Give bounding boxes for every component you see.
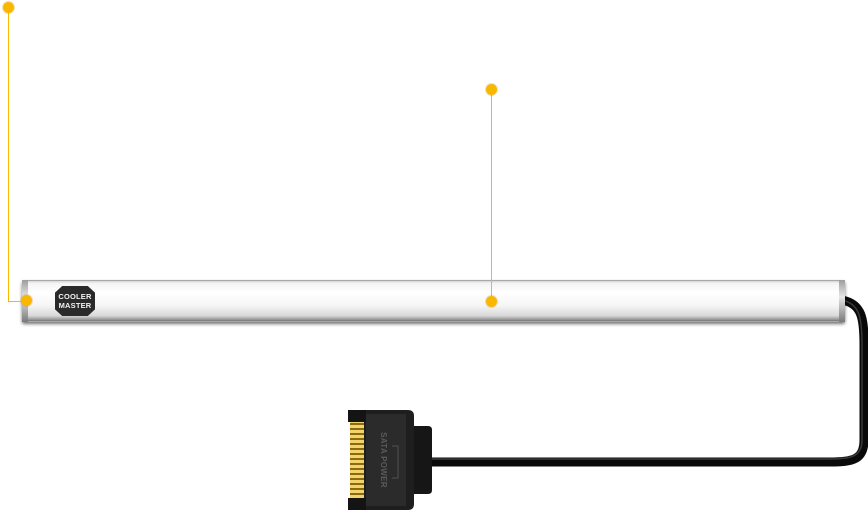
hotspot-center-top-dot[interactable] bbox=[486, 84, 497, 95]
logo-line-1: COOLER bbox=[58, 292, 92, 301]
leader-line-left-horizontal bbox=[8, 301, 27, 302]
hotspot-left-top-dot[interactable] bbox=[3, 2, 14, 13]
connector-label: SATA POWER bbox=[379, 432, 388, 488]
connector-pins bbox=[350, 422, 364, 498]
leader-line-left-vertical bbox=[8, 8, 9, 302]
hotspot-strip-center[interactable] bbox=[486, 296, 497, 307]
leader-line-center-vertical bbox=[491, 90, 492, 302]
hotspot-left-end[interactable] bbox=[21, 295, 32, 306]
logo-line-2: MASTER bbox=[58, 301, 92, 310]
cooler-master-logo: COOLER MASTER bbox=[55, 286, 95, 316]
strip-right-cap bbox=[839, 280, 845, 322]
